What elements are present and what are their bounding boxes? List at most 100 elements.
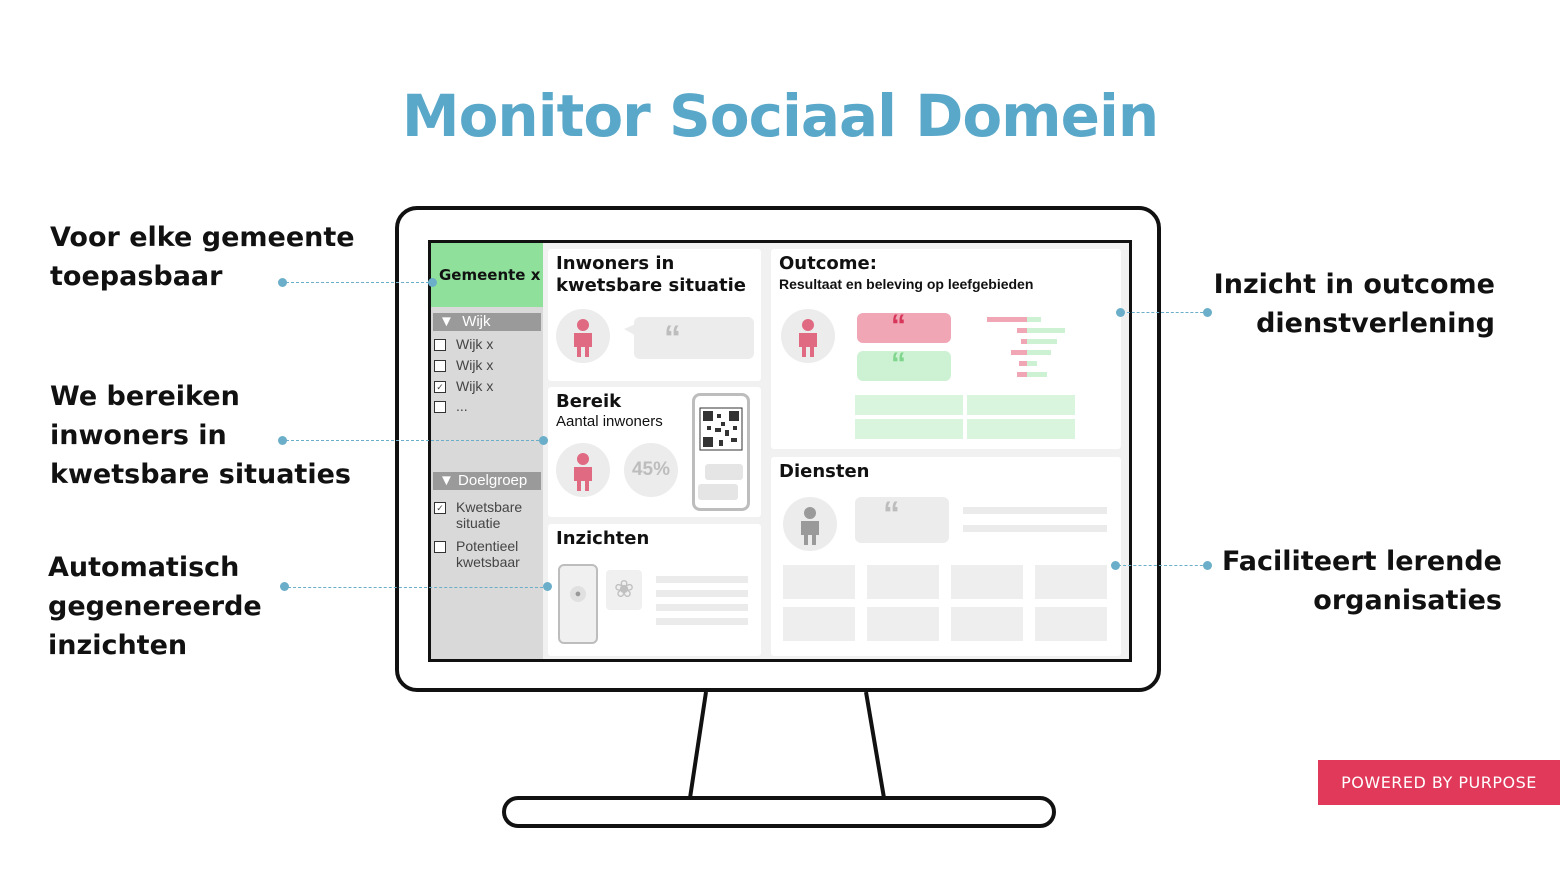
- negative-quote-bubble: [857, 313, 951, 343]
- bar-pos: [1027, 339, 1057, 344]
- bar-neg: [1021, 339, 1027, 344]
- person-icon: [574, 453, 592, 491]
- bar-neg: [987, 317, 1027, 322]
- label-line: Potentieel: [456, 538, 519, 554]
- wijk-option[interactable]: Wijk x: [434, 336, 493, 352]
- panel-outcome: Outcome: Resultaat en beleving op leefge…: [771, 249, 1121, 449]
- person-icon: [801, 507, 819, 545]
- connector-dot: [278, 278, 287, 287]
- powered-by-badge: POWERED BY PURPOSE: [1318, 760, 1560, 805]
- checkbox[interactable]: [434, 401, 446, 414]
- text-line: [656, 618, 748, 625]
- panel-inzichten: Inzichten ● ❀: [548, 524, 761, 656]
- label-line: kwetsbaar: [456, 554, 520, 570]
- person-avatar: [781, 309, 835, 363]
- label-line: situatie: [456, 515, 501, 531]
- bar-neg: [1019, 361, 1027, 366]
- callout-line: inwoners in: [50, 420, 227, 451]
- wijk-option[interactable]: ...: [434, 398, 468, 414]
- checkbox[interactable]: [434, 339, 446, 352]
- connector-dot: [1111, 561, 1120, 570]
- quote-bubble: [855, 497, 949, 543]
- microphone-icon: ●: [570, 586, 586, 602]
- phone-icon: ●: [558, 564, 598, 644]
- checkbox[interactable]: [434, 360, 446, 373]
- checkbox[interactable]: [434, 541, 446, 553]
- wijk-header-label: Wijk: [462, 313, 491, 330]
- connector-dot: [1203, 308, 1212, 317]
- doelgroep-header-label: Doelgroep: [458, 472, 528, 489]
- person-avatar: [556, 309, 610, 363]
- connector-dot: [1203, 561, 1212, 570]
- callout-line: Inzicht in outcome: [1213, 269, 1495, 300]
- percent-circle: 45%: [624, 443, 678, 497]
- panel-title: Bereik: [556, 391, 622, 412]
- wijk-option[interactable]: ✓Wijk x: [434, 378, 493, 394]
- callout-line: kwetsbare situaties: [50, 459, 351, 490]
- dashboard-screen: Gemeente x ▼ Wijk Wijk x Wijk x ✓Wijk x …: [428, 240, 1132, 662]
- panel-title: Outcome:: [779, 253, 877, 274]
- wijk-option-label: Wijk x: [456, 357, 494, 373]
- panel-subtitle: Resultaat en beleving op leefgebieden: [779, 276, 1034, 292]
- connector-dot: [280, 582, 289, 591]
- checkbox-checked[interactable]: ✓: [434, 381, 446, 394]
- outcome-table-cell: [855, 419, 963, 439]
- panel-title: Diensten: [779, 461, 870, 482]
- callout-line: Voor elke gemeente: [50, 222, 355, 253]
- ai-logo-icon: ❀: [606, 570, 642, 610]
- dienst-tile: [783, 565, 855, 599]
- text-line: [656, 576, 748, 583]
- quote-icon: “: [664, 319, 681, 357]
- connector-line: [1122, 312, 1208, 313]
- connector-line: [1118, 565, 1208, 566]
- callout-line: gegenereerde: [48, 591, 262, 622]
- doelgroep-filter-header[interactable]: ▼ Doelgroep: [433, 472, 541, 490]
- connector-dot: [1116, 308, 1125, 317]
- wijk-option[interactable]: Wijk x: [434, 357, 493, 373]
- quote-icon: “: [891, 347, 906, 380]
- dienst-tile: [783, 607, 855, 641]
- panel-inwoners: Inwoners in kwetsbare situatie “: [548, 249, 761, 381]
- panel-diensten: Diensten “: [771, 457, 1121, 656]
- bar-neg: [1011, 350, 1027, 355]
- outcome-table-cell: [967, 419, 1075, 439]
- phone-icon: [692, 393, 750, 511]
- connector-dot: [539, 436, 548, 445]
- checkbox-checked[interactable]: ✓: [434, 502, 446, 514]
- callout-line: toepasbaar: [50, 261, 223, 292]
- qr-code-icon: [699, 407, 743, 451]
- panel-bereik: Bereik Aantal inwoners 45%: [548, 387, 761, 517]
- dienst-tile: [1035, 607, 1107, 641]
- bubble-tail: [624, 323, 638, 337]
- connector-line: [286, 282, 434, 283]
- text-line: [656, 590, 748, 597]
- person-avatar: [556, 443, 610, 497]
- gemeente-selector[interactable]: Gemeente x: [431, 243, 543, 307]
- person-icon: [799, 319, 817, 357]
- wijk-filter-header[interactable]: ▼ Wijk: [433, 313, 541, 331]
- percent-value: 45%: [631, 459, 671, 480]
- callout-line: dienstverlening: [1256, 308, 1495, 339]
- bar-pos: [1027, 372, 1047, 377]
- callout-gemeente: Voor elke gemeente toepasbaar: [50, 218, 355, 296]
- diverging-bar-chart: [987, 317, 1065, 377]
- monitor-base: [502, 796, 1056, 828]
- callout-outcome: Inzicht in outcome dienstverlening: [1200, 265, 1495, 343]
- callout-bereiken: We bereiken inwoners in kwetsbare situat…: [50, 377, 351, 494]
- dienst-tile: [867, 565, 939, 599]
- connector-dot: [543, 582, 552, 591]
- callout-lerende: Faciliteert lerende organisaties: [1200, 542, 1502, 620]
- callout-line: organisaties: [1313, 585, 1502, 616]
- text-line: [963, 507, 1107, 514]
- wijk-option-label: Wijk x: [456, 336, 494, 352]
- filter-sidebar: Gemeente x ▼ Wijk Wijk x Wijk x ✓Wijk x …: [431, 243, 543, 659]
- bar-neg: [1017, 372, 1027, 377]
- title-line: Inwoners in: [556, 253, 675, 274]
- quote-icon: “: [883, 495, 900, 533]
- outcome-table-cell: [967, 395, 1075, 415]
- page-title: Monitor Sociaal Domein: [401, 82, 1159, 150]
